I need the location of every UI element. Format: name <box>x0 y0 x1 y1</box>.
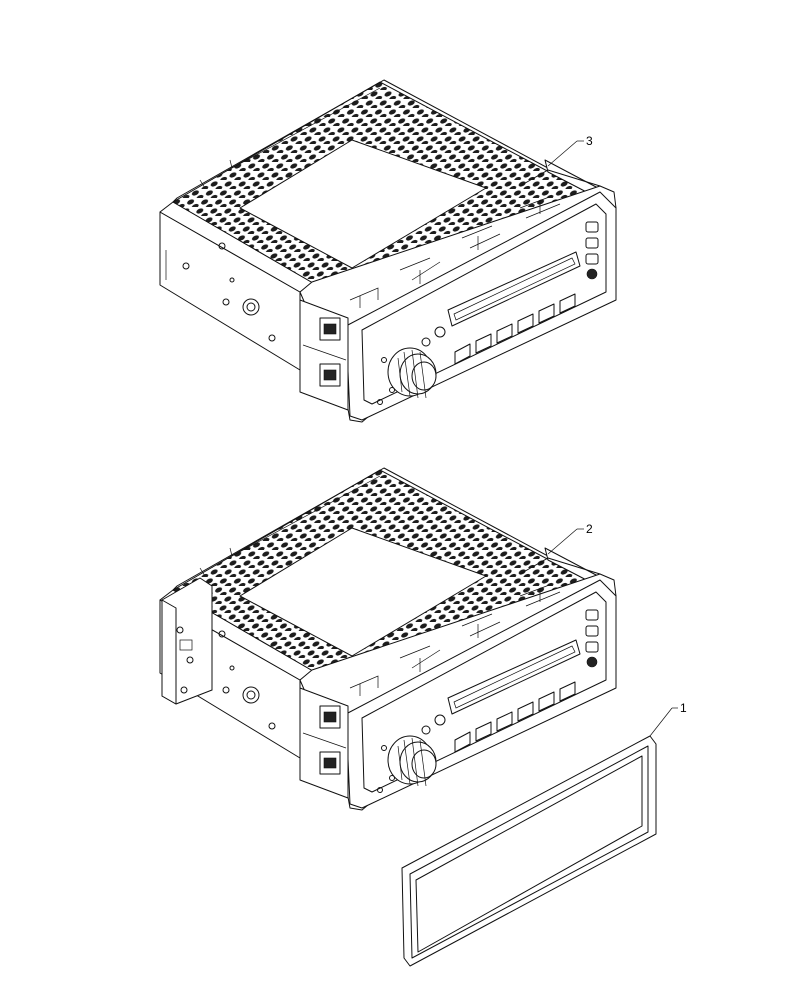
callout-leaders <box>547 140 678 737</box>
radio-unit-lower <box>159 467 617 811</box>
mounting-bracket <box>161 577 213 705</box>
radio-unit-upper <box>159 79 617 423</box>
callout-2: 2 <box>586 522 593 536</box>
callout-1: 1 <box>680 701 687 715</box>
callout-3: 3 <box>586 134 593 148</box>
